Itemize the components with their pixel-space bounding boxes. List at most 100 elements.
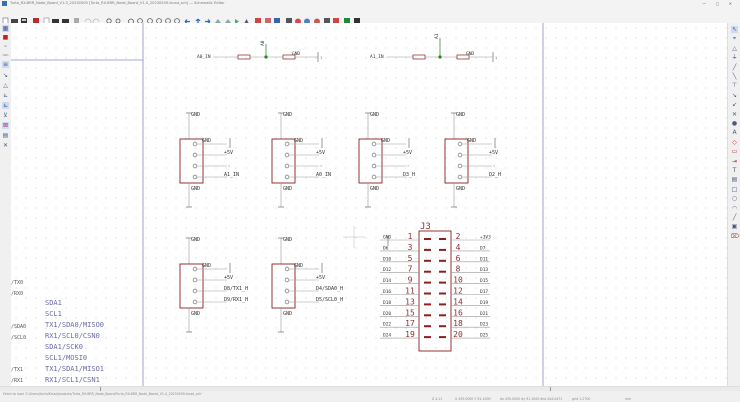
minimize-button[interactable]: — — [702, 1, 711, 6]
arc-icon[interactable]: ◠ — [731, 204, 738, 212]
schematic-drawing[interactable]: A0_IN A0 GND 1 A1_IN A1 GND 1 — [11, 23, 727, 386]
bus-icon[interactable]: △ — [3, 82, 8, 89]
lock-icon[interactable]: ■ — [2, 34, 9, 41]
connector-pin[interactable] — [284, 299, 290, 305]
maximize-button[interactable]: ▢ — [715, 1, 724, 6]
bus-entry-icon[interactable]: ↘ — [731, 91, 738, 99]
mirror-v-icon[interactable] — [244, 19, 249, 24]
mirror-h-icon[interactable] — [235, 19, 239, 24]
connector-pin[interactable] — [192, 174, 198, 180]
add-symbol-icon[interactable]: △ — [732, 44, 737, 52]
connector-pin[interactable] — [192, 163, 198, 169]
add-bus-icon[interactable]: ╲ — [732, 73, 737, 80]
header-pin-row[interactable]: 2+3V3 — [439, 232, 491, 241]
cursor-icon[interactable]: ≡ — [2, 61, 9, 68]
connector-body[interactable] — [271, 263, 296, 309]
erc-icon[interactable] — [286, 18, 292, 25]
paste-icon[interactable] — [74, 18, 79, 25]
pcb-icon[interactable] — [324, 18, 330, 25]
connector-body[interactable] — [179, 263, 204, 309]
text-icon[interactable]: T — [732, 167, 737, 174]
line-icon[interactable]: ⊾ — [2, 102, 9, 109]
hier-sheet-icon[interactable]: ▭ — [731, 148, 738, 156]
connector-pin[interactable] — [284, 277, 290, 283]
wire-entry-icon[interactable]: ⊤ — [731, 82, 738, 90]
connector-pin[interactable] — [371, 152, 377, 158]
symbol-editor-icon[interactable] — [255, 18, 261, 25]
rotate-cw-icon[interactable] — [225, 19, 231, 23]
horizontal-scrollbar[interactable] — [0, 386, 740, 392]
window-controls[interactable]: — ▢ ✕ — [702, 0, 736, 7]
annotate-icon[interactable] — [274, 18, 280, 25]
connector-pin[interactable] — [371, 174, 377, 180]
rotate-ccw-icon[interactable] — [215, 19, 221, 23]
plot-icon[interactable] — [62, 19, 69, 24]
connector-pin[interactable] — [284, 288, 290, 294]
table-icon[interactable]: ▤ — [2, 132, 9, 139]
rectangle-icon[interactable]: □ — [731, 185, 738, 193]
select-icon[interactable]: ↖ — [731, 26, 738, 33]
open-icon[interactable] — [11, 19, 18, 24]
grid-icon[interactable]: ▦ — [2, 25, 9, 32]
connector-body[interactable] — [271, 138, 296, 184]
connector-pin[interactable] — [457, 152, 463, 158]
scripting-icon[interactable] — [344, 18, 350, 25]
connector-pin[interactable] — [284, 163, 290, 169]
print-icon[interactable] — [52, 19, 59, 24]
line-graphic-icon[interactable]: ╱ — [732, 214, 737, 221]
connector-pin[interactable] — [192, 288, 198, 294]
junction-icon[interactable]: ✕ — [731, 110, 738, 118]
connector-pin[interactable] — [192, 277, 198, 283]
import-sheet-pin-icon[interactable]: ⇥ — [731, 157, 738, 165]
voltage-divider-a0[interactable]: A0_IN A0 GND 1 — [197, 40, 322, 62]
image-icon[interactable]: ▣ — [731, 223, 738, 231]
cross-icon[interactable]: ✕ — [2, 142, 9, 149]
hidden-pins-icon[interactable]: ⊾ — [2, 92, 9, 99]
connector-pin[interactable] — [371, 141, 377, 147]
save-icon[interactable] — [21, 18, 27, 25]
net-highlight-icon[interactable]: ⊠ — [2, 122, 9, 129]
delete-icon[interactable]: ⌦ — [731, 232, 740, 240]
highlight-net-icon[interactable]: ⌖ — [732, 35, 737, 43]
connector-body[interactable] — [358, 138, 383, 184]
text-box-icon[interactable]: ▤ — [731, 176, 738, 184]
circle-icon[interactable]: ○ — [731, 195, 738, 203]
connector-pin[interactable] — [371, 163, 377, 169]
connector-pin[interactable] — [284, 141, 290, 147]
connector-pin[interactable] — [284, 174, 290, 180]
no-connect-icon[interactable]: ↙ — [731, 101, 738, 109]
connector-pin[interactable] — [192, 141, 198, 147]
header-j3[interactable]: J3 1GND3D65D107D129D1411D1613D1815D2017D… — [380, 222, 491, 352]
connector-pin[interactable] — [192, 266, 198, 272]
global-label-icon[interactable]: A — [732, 129, 737, 137]
connector-body[interactable] — [179, 138, 204, 184]
resistor-symbol[interactable] — [412, 54, 426, 60]
pin-icon[interactable]: ↘ — [2, 72, 9, 79]
connector-pin[interactable] — [192, 299, 198, 305]
connector-pin[interactable] — [457, 174, 463, 180]
connector-pin[interactable] — [284, 152, 290, 158]
units-inch-icon[interactable]: in — [4, 44, 7, 48]
settings-icon[interactable] — [33, 18, 39, 25]
symbol-browser-icon[interactable] — [265, 18, 271, 25]
label-icon[interactable]: ● — [731, 120, 738, 127]
